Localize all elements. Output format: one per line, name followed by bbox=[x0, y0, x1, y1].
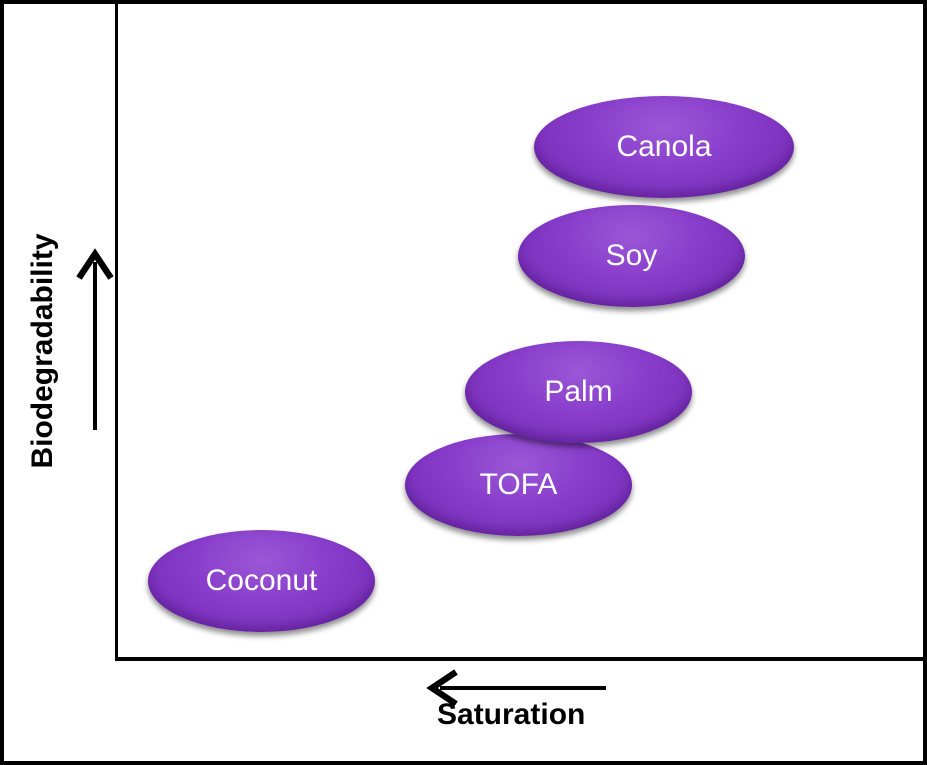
oil-label: Soy bbox=[605, 239, 658, 272]
oil-label: Canola bbox=[616, 130, 712, 163]
oil-label: TOFA bbox=[479, 468, 558, 501]
y-axis-label: Biodegradability bbox=[26, 233, 59, 469]
x-axis-line bbox=[115, 657, 923, 661]
oil-ellipse-soy: Soy bbox=[518, 205, 745, 307]
oil-label: Palm bbox=[544, 375, 613, 408]
oil-ellipse-canola: Canola bbox=[534, 96, 794, 198]
oil-ellipse-palm: Palm bbox=[465, 341, 692, 443]
x-axis-label: Saturation bbox=[437, 698, 586, 731]
oil-ellipse-tofa: TOFA bbox=[405, 434, 632, 536]
oil-label: Coconut bbox=[205, 564, 318, 597]
oil-ellipse-coconut: Coconut bbox=[148, 530, 375, 632]
y-axis-line bbox=[115, 4, 118, 660]
